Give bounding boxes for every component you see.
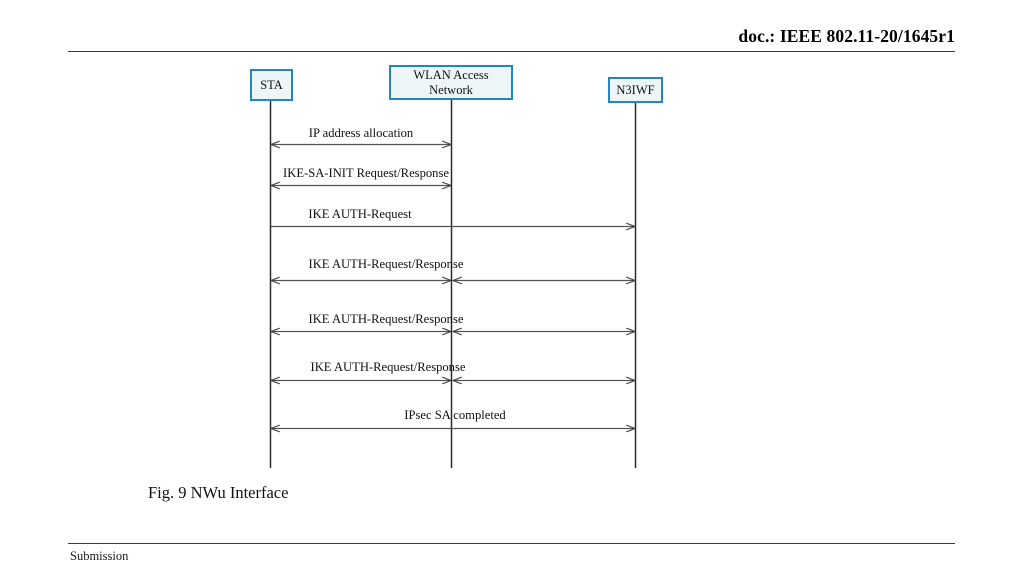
node-label-wlan: WLAN Access Network [413,67,489,97]
node-label-sta: STA [260,77,283,92]
message-label-4: IKE AUTH-Request/Response [308,257,464,271]
message-label-7: IPsec SA completed [404,408,506,422]
document-header: doc.: IEEE 802.11-20/1645r1 [68,26,955,52]
message-label-3: IKE AUTH-Request [308,207,412,221]
node-box-n3iwf[interactable]: N3IWF [608,77,663,103]
figure-caption: Fig. 9 NWu Interface [148,483,289,502]
message-label-6: IKE AUTH-Request/Response [310,360,466,374]
message-label-5: IKE AUTH-Request/Response [308,312,464,326]
node-box-sta[interactable]: STA [250,69,293,101]
node-box-wlan[interactable]: WLAN Access Network [389,65,513,100]
message-label-1: IP address allocation [308,126,414,140]
header-divider [68,51,955,52]
footer-submission-label: Submission [70,549,129,563]
message-label-2: IKE-SA-INIT Request/Response [283,166,449,180]
node-label-n3iwf: N3IWF [616,82,655,97]
footer-divider [68,543,955,544]
doc-title: doc.: IEEE 802.11-20/1645r1 [738,26,955,46]
